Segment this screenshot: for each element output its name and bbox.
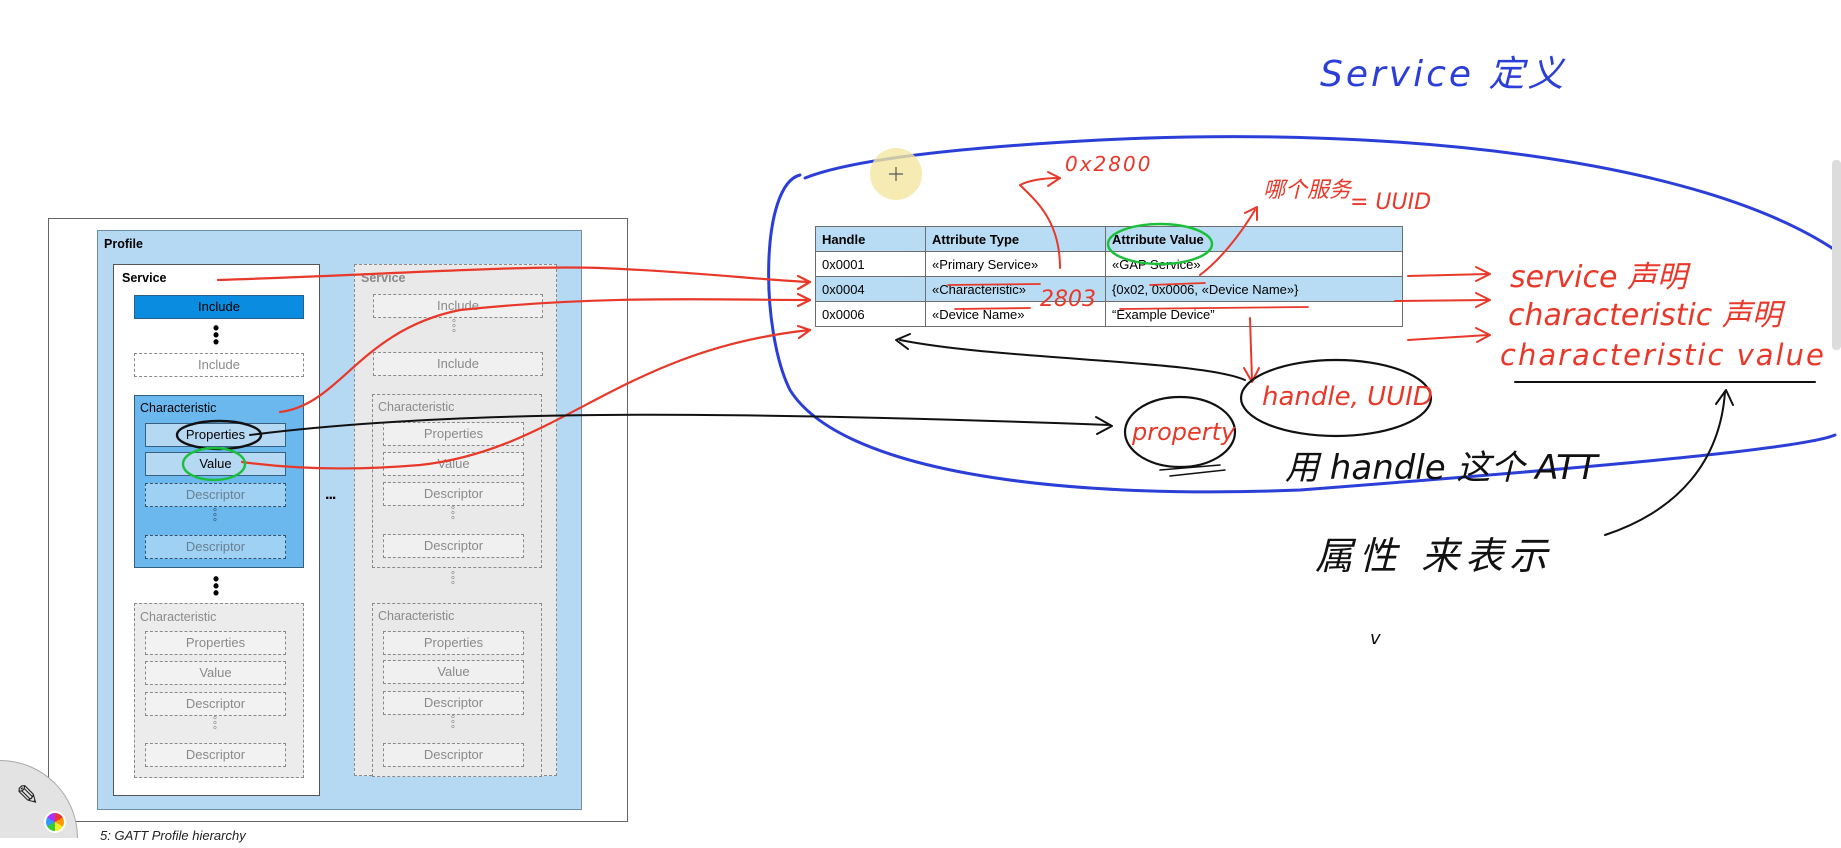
attribute-value-cell: “Example Device” xyxy=(1105,301,1403,327)
cursor-crosshair xyxy=(889,167,903,181)
descriptor-box: Descriptor xyxy=(145,483,286,507)
service-right-title: Service xyxy=(361,271,406,285)
value-box: Value xyxy=(145,452,286,476)
descriptor-box: Descriptor xyxy=(383,743,524,767)
characteristic-inactive-panel xyxy=(134,603,304,778)
characteristic-active-title: Characteristic xyxy=(140,401,217,415)
table-row: 0x0004 «Characteristic» {0x02, 0x0006, «… xyxy=(815,276,1403,302)
descriptor-box: Descriptor xyxy=(383,691,524,715)
annotation-char-decl: characteristic 声明 xyxy=(1508,298,1782,333)
include-box: Include xyxy=(373,294,543,318)
characteristic-panel xyxy=(372,603,542,777)
arrow-head xyxy=(895,333,911,350)
horizontal-ellipsis: ... xyxy=(325,486,336,503)
properties-box: Properties xyxy=(383,631,524,655)
descriptor-box: Descriptor xyxy=(145,692,286,716)
annotation-property: property xyxy=(1132,418,1236,446)
annotation-check: v xyxy=(1370,628,1381,649)
table-row: 0x0001 «Primary Service» «GAP Service» xyxy=(815,251,1403,277)
column-header-attribute-type: Attribute Type xyxy=(925,226,1106,252)
cursor-highlight xyxy=(870,148,922,200)
handle-cell: 0x0004 xyxy=(815,276,926,302)
vertical-ellipsis: ••• xyxy=(212,318,220,352)
arrow-head xyxy=(1047,171,1061,187)
scrollbar[interactable] xyxy=(1832,160,1841,350)
include-box: Include xyxy=(373,352,543,376)
arrow-right xyxy=(1394,299,1489,302)
descriptor-box: Descriptor xyxy=(383,534,524,558)
annotation-2803: 2803 xyxy=(1040,287,1096,312)
color-wheel-icon[interactable] xyxy=(44,811,66,833)
attribute-type-cell: «Primary Service» xyxy=(925,251,1106,277)
attribute-value-cell: {0x02, 0x0006, «Device Name»} xyxy=(1105,276,1403,302)
arrow-head xyxy=(796,292,812,308)
vertical-ellipsis: °°° xyxy=(450,505,456,527)
underline xyxy=(1159,464,1221,471)
properties-box: Properties xyxy=(145,423,286,447)
annotation-handle-uuid: handle, UUID xyxy=(1262,382,1433,412)
vertical-ellipsis: °°° xyxy=(450,714,456,736)
attribute-table-wrap: Handle Attribute Type Attribute Value 0x… xyxy=(815,226,1403,327)
annotation-attr-note: 属性 来表示 xyxy=(1315,534,1554,578)
profile-title: Profile xyxy=(104,237,143,251)
properties-box: Properties xyxy=(383,422,524,446)
pen-icon[interactable]: ✎ xyxy=(16,780,40,811)
annotation-which-service: 哪个服务 xyxy=(1263,178,1352,203)
arrow-curve xyxy=(1604,391,1726,536)
characteristic-title: Characteristic xyxy=(378,400,455,414)
annotation-char-value: characteristic value xyxy=(1500,338,1826,372)
arrow-head xyxy=(1715,389,1734,406)
arrow-head xyxy=(1243,367,1260,383)
descriptor-box: Descriptor xyxy=(145,743,286,767)
value-box: Value xyxy=(383,660,524,684)
vertical-ellipsis: °°° xyxy=(451,318,457,340)
annotation-equals-uuid: = UUID xyxy=(1350,190,1432,215)
characteristic-title: Characteristic xyxy=(378,609,455,623)
include-box-active: Include xyxy=(134,295,304,319)
arrow-back xyxy=(899,339,1246,381)
vertical-ellipsis: ••• xyxy=(212,569,220,603)
properties-box: Properties xyxy=(145,631,286,655)
attribute-table: Handle Attribute Type Attribute Value 0x… xyxy=(815,226,1403,327)
annotation-service-decl: service 声明 xyxy=(1510,260,1687,295)
arrow-head xyxy=(1475,292,1491,308)
annotation-title: Service 定义 xyxy=(1320,54,1567,95)
arrow-head xyxy=(796,324,812,340)
arrow-head xyxy=(1244,206,1258,221)
service-left-title: Service xyxy=(122,271,167,285)
vertical-ellipsis: °°° xyxy=(212,715,218,737)
arrow-right xyxy=(1407,334,1489,341)
annotation-0x2800: 0x2800 xyxy=(1065,152,1153,176)
figure-caption: 5: GATT Profile hierarchy xyxy=(100,828,246,843)
arrow-head xyxy=(1095,416,1113,435)
table-header-row: Handle Attribute Type Attribute Value xyxy=(815,226,1403,252)
arrow-head xyxy=(1475,327,1491,343)
column-header-attribute-value: Attribute Value xyxy=(1105,226,1403,252)
underline xyxy=(1169,469,1226,477)
attribute-value-cell: «GAP Service» xyxy=(1105,251,1403,277)
descriptor-box: Descriptor xyxy=(383,482,524,506)
value-box: Value xyxy=(383,452,524,476)
column-header-handle: Handle xyxy=(815,226,926,252)
include-box: Include xyxy=(134,353,304,377)
handle-cell: 0x0006 xyxy=(815,301,926,327)
handle-cell: 0x0001 xyxy=(815,251,926,277)
arrow-right xyxy=(1407,273,1489,277)
arrow-down xyxy=(1249,317,1253,381)
characteristic-inactive-title: Characteristic xyxy=(140,610,217,624)
descriptor-box: Descriptor xyxy=(145,535,286,559)
annotation-handle-note: 用 handle 这个 ATT xyxy=(1285,448,1598,488)
vertical-ellipsis: °°° xyxy=(450,570,456,592)
table-row: 0x0006 «Device Name» “Example Device” xyxy=(815,301,1403,327)
value-box: Value xyxy=(145,661,286,685)
vertical-ellipsis: °°° xyxy=(212,507,218,529)
arrow-head xyxy=(1475,266,1491,282)
arrow-head xyxy=(796,274,812,291)
